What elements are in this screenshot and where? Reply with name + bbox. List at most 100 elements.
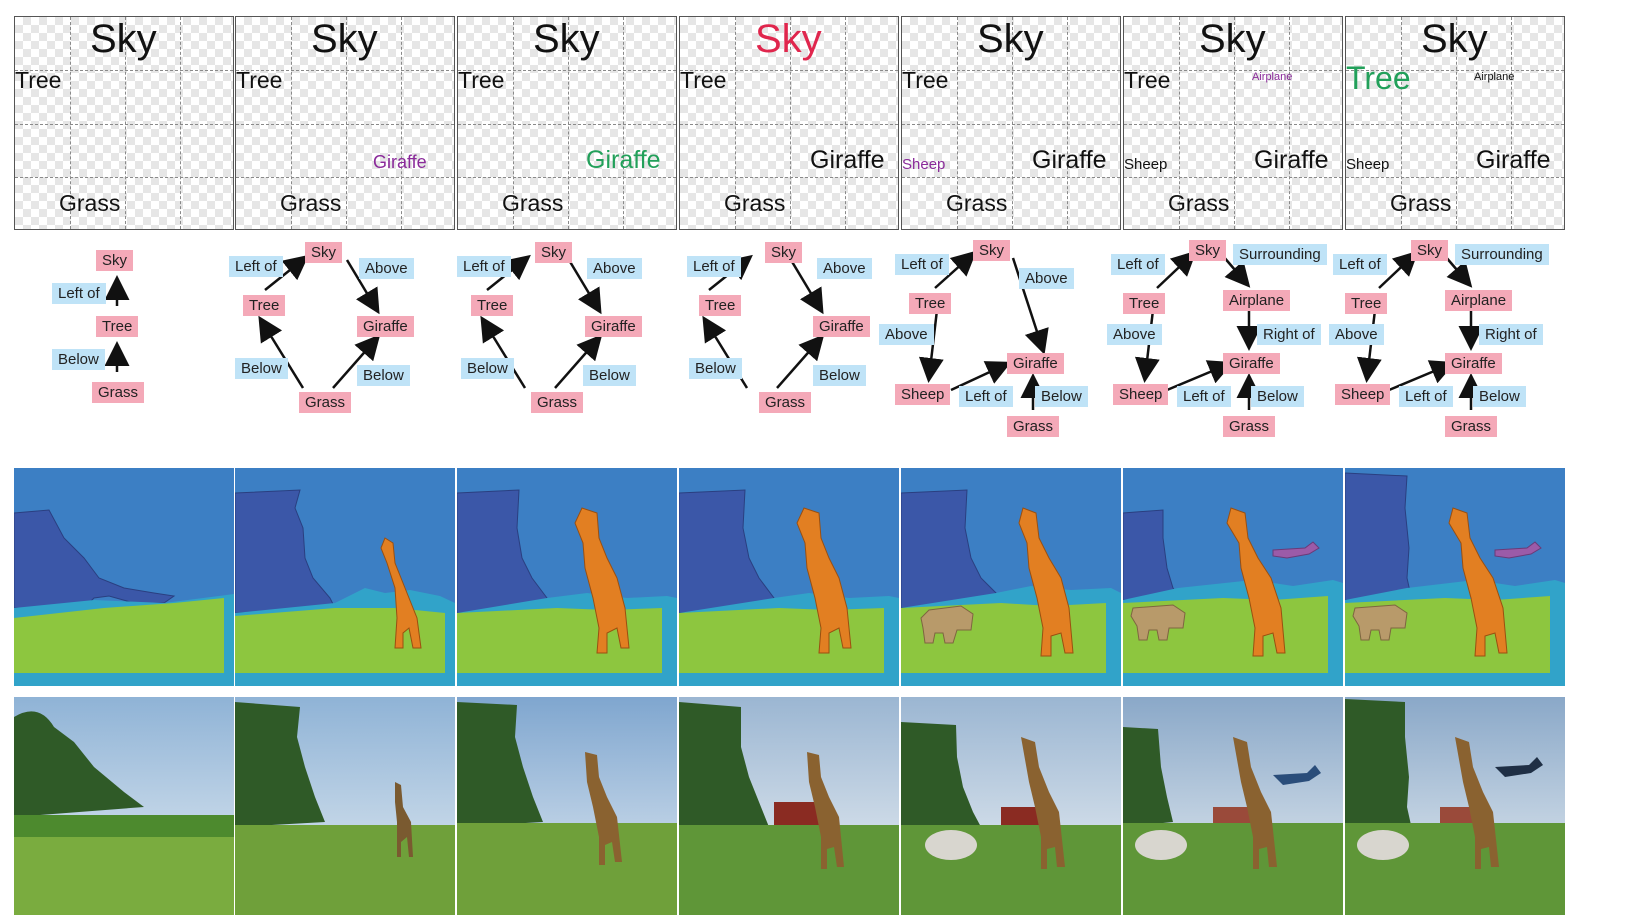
segmentation-shapes	[14, 468, 234, 686]
node-giraffe: Giraffe	[813, 316, 870, 337]
layout-label-tree: Tree	[680, 67, 727, 93]
layout-label-sky: Sky	[533, 17, 600, 61]
node-sky: Sky	[765, 242, 803, 263]
node-tree: Tree	[909, 293, 952, 314]
layout-label-giraffe: Giraffe	[586, 146, 661, 174]
layout-label-grass: Grass	[280, 190, 342, 216]
relation-below: Below	[1251, 386, 1304, 407]
segmentation-shapes	[457, 468, 677, 686]
layout-label-tree: Tree	[1346, 60, 1411, 96]
layout-label-sky: Sky	[977, 17, 1044, 61]
layout-label-grass: Grass	[1390, 190, 1452, 216]
layout-canvas: Sky Tree Airplane Sheep Giraffe Grass	[1123, 16, 1343, 230]
graph-edges	[1356, 250, 1484, 410]
relation-above: Above	[359, 258, 414, 279]
relation-left-of: Left of	[457, 256, 511, 277]
node-sky: Sky	[535, 242, 573, 263]
relation-above-left: Above	[879, 324, 934, 345]
node-tree: Tree	[1345, 293, 1388, 314]
generated-photo	[14, 697, 234, 915]
node-giraffe: Giraffe	[357, 316, 414, 337]
segmentation-shapes	[1345, 468, 1565, 686]
generated-image-2	[235, 697, 455, 915]
segmentation-map	[901, 468, 1121, 686]
layout-label-sheep: Sheep	[1346, 156, 1390, 173]
layout-label-giraffe: Giraffe	[1254, 146, 1329, 174]
scene-graph: Left of Sky Surrounding Tree Airplane Ab…	[1329, 240, 1565, 455]
layout-canvas: Sky Tree Grass	[14, 16, 234, 230]
node-tree: Tree	[96, 316, 139, 337]
scene-graph: Left of Sky Above Tree Above Giraffe She…	[879, 240, 1121, 455]
relation-surrounding: Surrounding	[1233, 244, 1327, 265]
scene-graph: Left of Sky Surrounding Tree Airplane Ab…	[1107, 240, 1343, 455]
relation-left-of: Left of	[687, 256, 741, 277]
scene-graph: Left of Sky Above Tree Giraffe Below Bel…	[457, 240, 677, 455]
generated-photo	[679, 697, 899, 915]
relation-left-of: Left of	[895, 254, 949, 275]
layout-label-giraffe: Giraffe	[1032, 146, 1107, 174]
layout-label-tree: Tree	[902, 67, 949, 93]
layout-canvas: Sky Tree Sheep Giraffe Grass	[901, 16, 1121, 230]
node-sheep: Sheep	[1113, 384, 1169, 405]
node-giraffe: Giraffe	[585, 316, 642, 337]
node-grass: Grass	[1223, 416, 1276, 437]
relation-below-right: Below	[813, 365, 866, 386]
generated-image-1	[14, 697, 234, 915]
layout-canvas: Sky Tree Giraffe Grass	[457, 16, 677, 230]
segmentation-map	[679, 468, 899, 686]
layout-label-giraffe: Giraffe	[1476, 146, 1551, 174]
layout-label-airplane: Airplane	[1474, 71, 1515, 83]
node-sky: Sky	[1411, 240, 1449, 261]
panel-5: Sky Tree Sheep Giraffe Grass Left of Sky…	[879, 0, 1121, 922]
relation-below-right: Below	[357, 365, 410, 386]
layout-canvas: Sky Tree Airplane Sheep Giraffe Grass	[1345, 16, 1565, 230]
generated-image-4	[679, 697, 899, 915]
layout-canvas: Sky Tree Giraffe Grass	[679, 16, 899, 230]
relation-below: Below	[1473, 386, 1526, 407]
node-giraffe: Giraffe	[1007, 353, 1064, 374]
relation-right-of: Right of	[1479, 324, 1543, 345]
panel-7: Sky Tree Airplane Sheep Giraffe Grass Le…	[1329, 0, 1565, 922]
generated-photo	[1345, 697, 1565, 915]
node-grass: Grass	[299, 392, 352, 413]
node-grass: Grass	[531, 392, 584, 413]
layout-label-grass: Grass	[724, 190, 786, 216]
segmentation-shapes	[1123, 468, 1343, 686]
segmentation-map	[14, 468, 234, 686]
graph-edges	[258, 254, 381, 389]
relation-above-right: Above	[1019, 268, 1074, 289]
segmentation-shapes	[679, 468, 899, 686]
relation-below-left: Below	[235, 358, 288, 379]
layout-label-grass: Grass	[946, 190, 1008, 216]
scene-graph: Sky Left of Tree Below Grass	[14, 240, 234, 455]
generated-photo	[457, 697, 677, 915]
layout-label-grass: Grass	[502, 190, 564, 216]
layout-label-sky: Sky	[1199, 17, 1266, 61]
node-grass: Grass	[759, 392, 812, 413]
relation-below-left: Below	[689, 358, 742, 379]
node-giraffe: Giraffe	[1223, 353, 1280, 374]
node-sky: Sky	[305, 242, 343, 263]
layout-label-sheep: Sheep	[902, 156, 946, 173]
generated-photo	[1123, 697, 1343, 915]
layout-label-tree: Tree	[458, 67, 505, 93]
node-tree: Tree	[243, 295, 286, 316]
relation-below: Below	[1035, 386, 1088, 407]
layout-label-sky: Sky	[755, 17, 822, 61]
relation-left-of: Left of	[52, 283, 106, 304]
node-sky: Sky	[96, 250, 134, 271]
relation-surrounding: Surrounding	[1455, 244, 1549, 265]
generated-image-6	[1123, 697, 1343, 915]
layout-label-tree: Tree	[15, 67, 62, 93]
relation-above: Above	[817, 258, 872, 279]
relation-above: Above	[1107, 324, 1162, 345]
node-sky: Sky	[973, 240, 1011, 261]
segmentation-map	[235, 468, 455, 686]
relation-left-of-2: Left of	[959, 386, 1013, 407]
panel-6: Sky Tree Airplane Sheep Giraffe Grass Le…	[1107, 0, 1343, 922]
layout-label-tree: Tree	[236, 67, 283, 93]
relation-left-of: Left of	[229, 256, 283, 277]
relation-above: Above	[587, 258, 642, 279]
node-grass: Grass	[1007, 416, 1060, 437]
relation-left-of: Left of	[1333, 254, 1387, 275]
